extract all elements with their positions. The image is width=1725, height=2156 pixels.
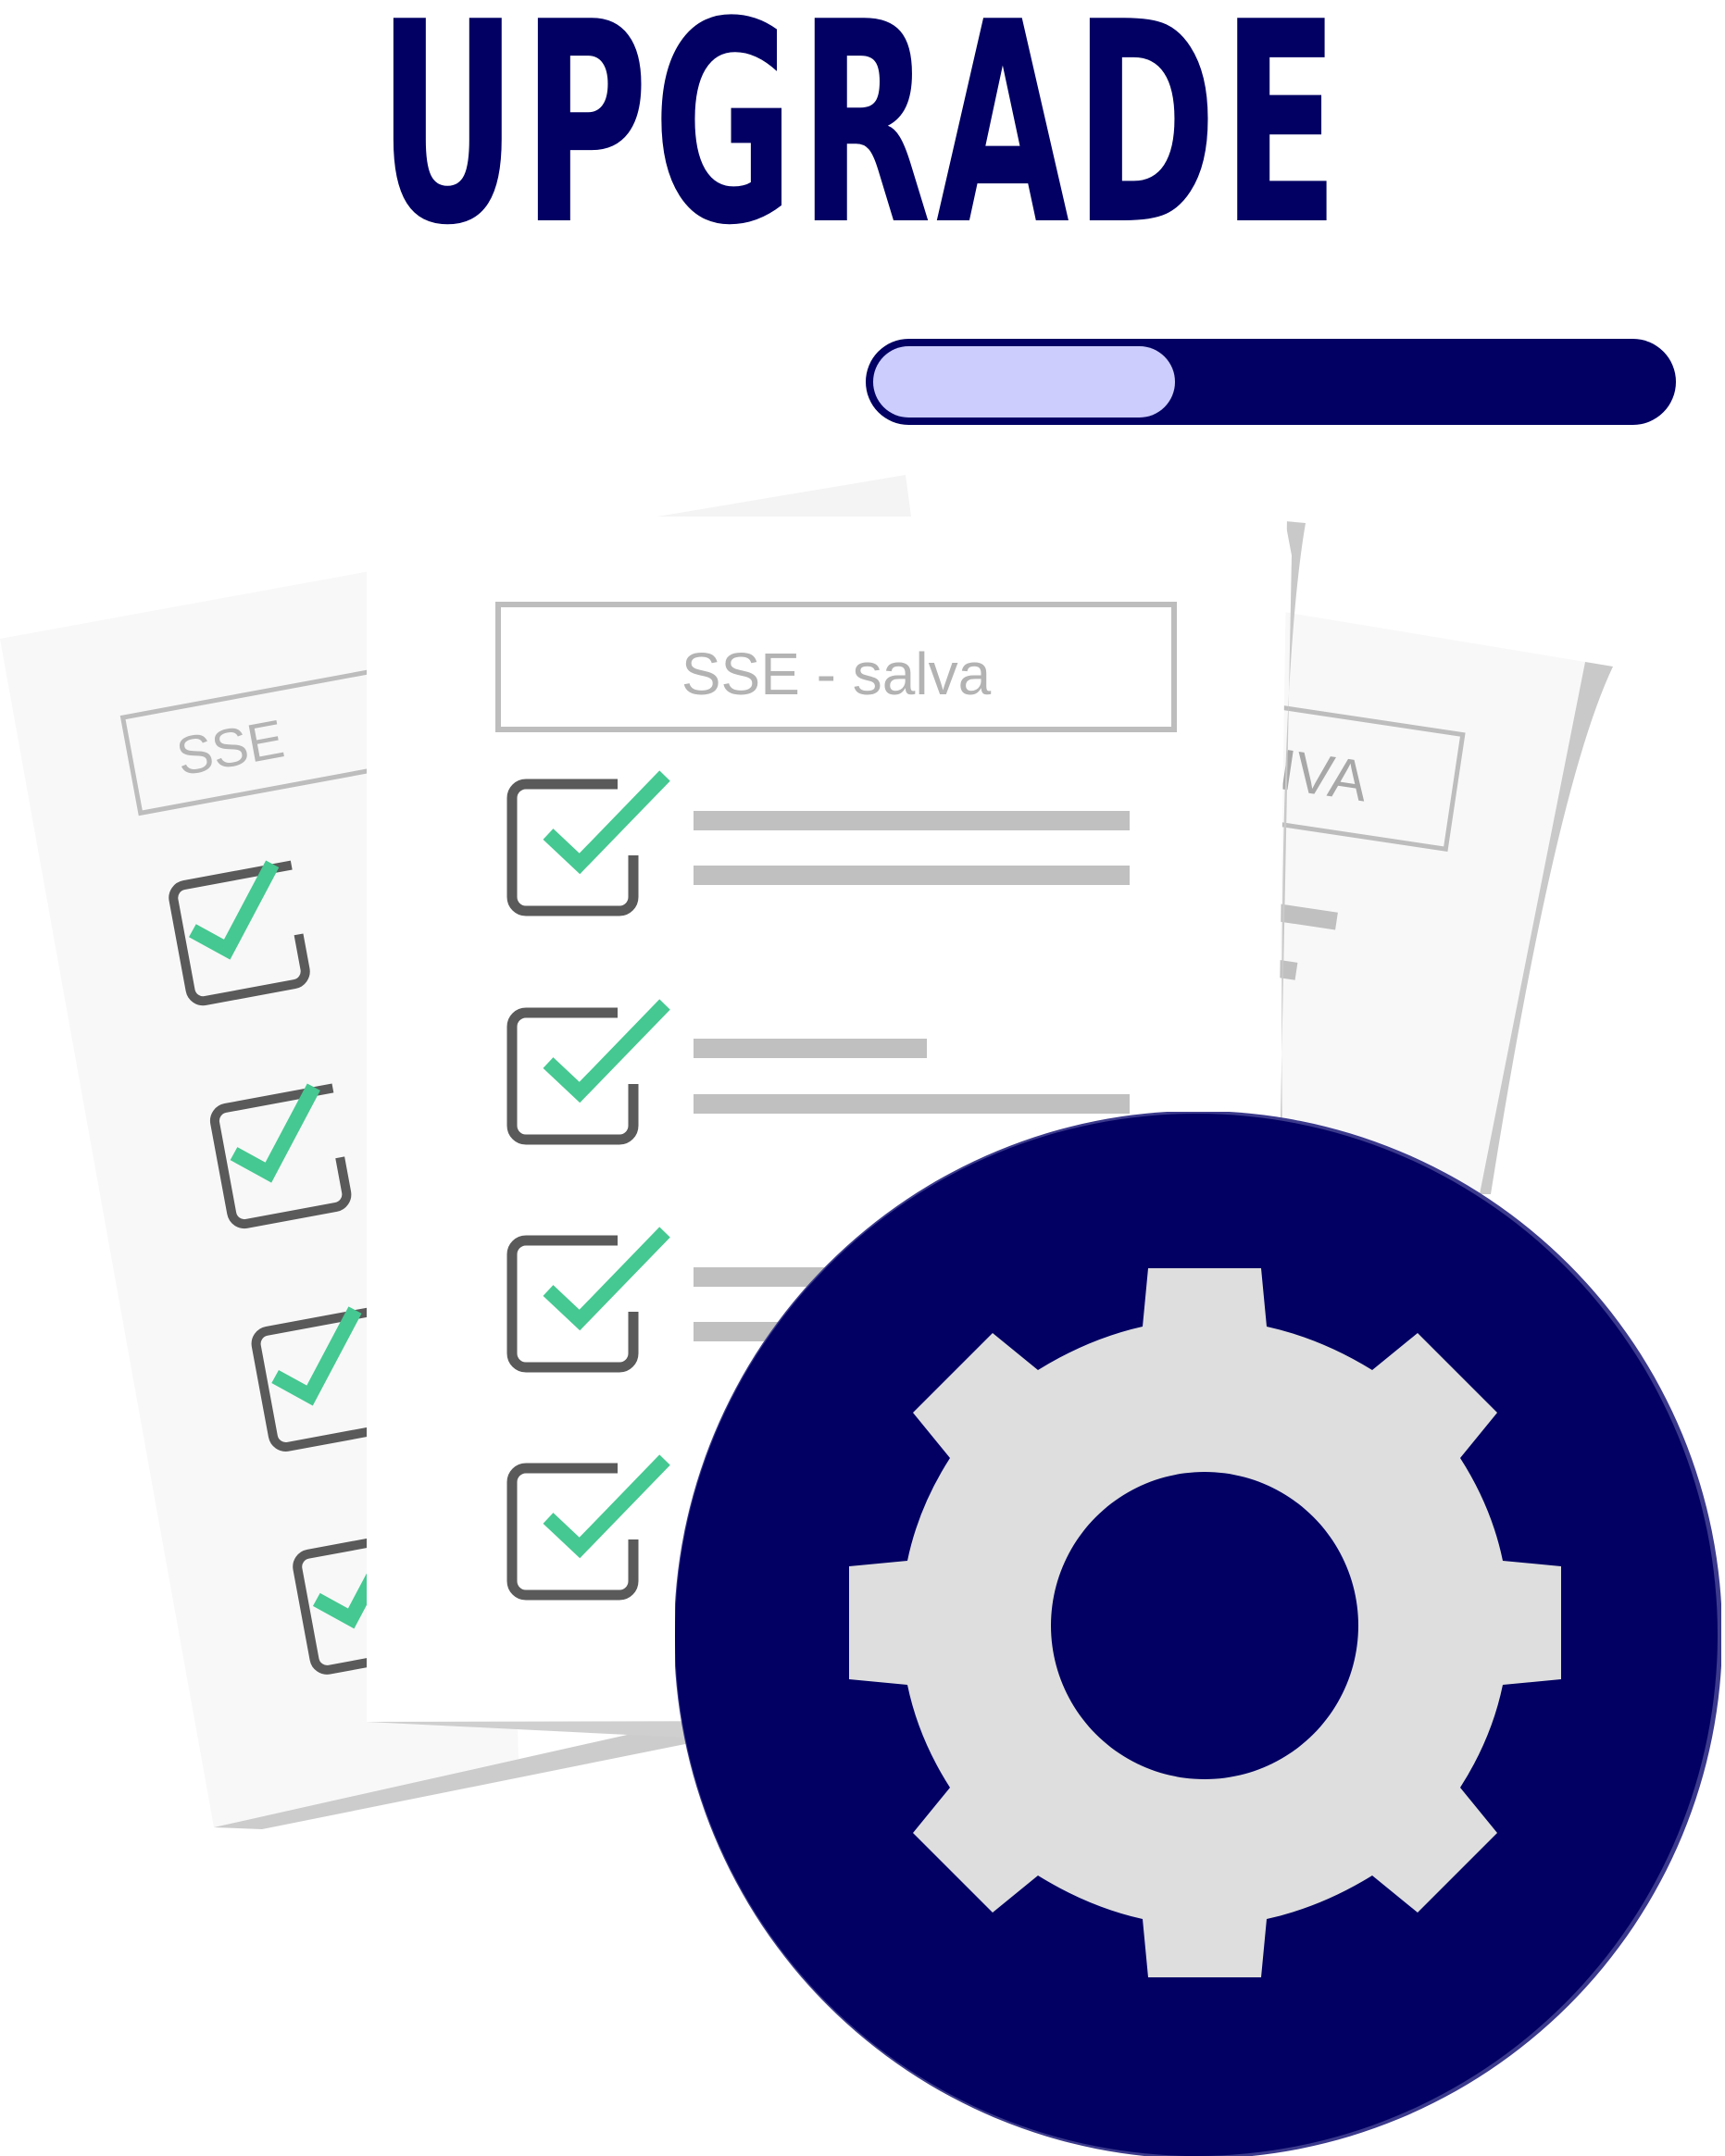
checked-checkbox-icon: [506, 779, 639, 916]
checklist-item-2: [506, 999, 1130, 1145]
upgrade-progress-fill: [873, 346, 1175, 417]
checked-checkbox-icon: [506, 1235, 639, 1373]
gear-badge: [675, 1112, 1721, 2156]
back-left-checkbox-1: [169, 860, 310, 1006]
page-title: UPGRADE: [377, 0, 1344, 286]
back-left-checkbox-2: [209, 1083, 352, 1229]
checklist-item-1: [506, 770, 1130, 916]
gear-icon: [849, 1268, 1561, 1977]
checked-checkbox-icon: [506, 1007, 639, 1145]
upgrade-progress-bar: [866, 339, 1676, 425]
front-document-label: SSE - salva: [681, 641, 992, 707]
back-right-label: IVA: [1275, 738, 1372, 814]
checked-checkbox-icon: [506, 1463, 639, 1601]
